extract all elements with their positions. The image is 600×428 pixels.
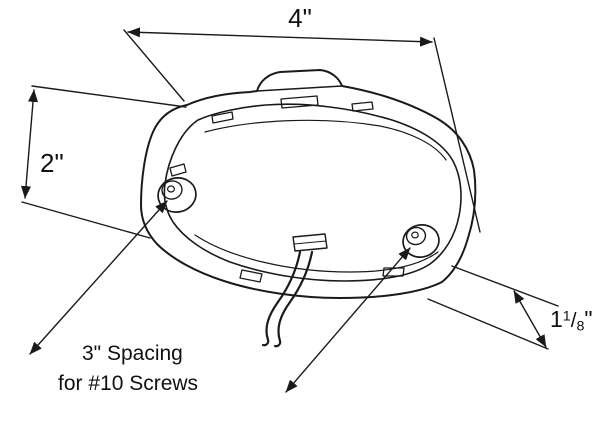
lamp-inner-rim <box>163 103 462 282</box>
cavity-contour-top <box>204 119 447 161</box>
depth-fraction-slash: / <box>570 309 577 332</box>
leader-line-screw-left <box>29 200 168 355</box>
extension-line-height-bottom <box>21 201 151 239</box>
cavity-contour-bottom <box>194 234 439 273</box>
depth-fraction-numerator: 1 <box>562 308 571 325</box>
extension-line-width-left <box>123 29 185 102</box>
dimension-line-depth <box>513 290 547 348</box>
screw-boss-left-outer <box>157 177 197 213</box>
extension-line-depth-top <box>451 265 559 307</box>
extension-line-depth-bottom <box>427 298 549 350</box>
rim-notch-left <box>169 163 187 177</box>
leader-line-screw-right <box>285 247 411 393</box>
depth-fraction-denominator: 8 <box>576 318 585 335</box>
screw-boss-right-inner <box>405 226 427 246</box>
rim-notch-top-left <box>211 111 234 124</box>
height-dimension-label: 2" <box>40 148 64 178</box>
screw-boss-right-outer <box>402 224 440 258</box>
screw-hole-right <box>411 231 419 239</box>
rim-notch-top-right <box>351 101 374 112</box>
screw-spacing-note-line2: for #10 Screws <box>58 372 199 395</box>
width-dimension-label: 4" <box>288 3 312 33</box>
depth-unit: " <box>584 306 593 332</box>
wire-connector-split-line <box>293 240 327 245</box>
dimension-line-width <box>127 27 433 47</box>
extension-line-width-right <box>433 37 481 233</box>
dimension-line-height <box>20 89 39 199</box>
rim-slot-top-center <box>280 95 319 109</box>
screw-hole-left <box>167 185 176 193</box>
depth-fraction: 1/8 <box>562 306 585 335</box>
hump-base-line <box>256 85 343 92</box>
depth-whole: 1 <box>550 306 563 332</box>
extension-line-height-top <box>31 85 187 108</box>
depth-dimension-label: 11/8" <box>550 308 593 334</box>
rim-notch-bottom-left <box>239 269 263 283</box>
screw-spacing-note-line1: 3" Spacing <box>82 342 183 365</box>
screw-boss-left-inner <box>161 180 183 200</box>
